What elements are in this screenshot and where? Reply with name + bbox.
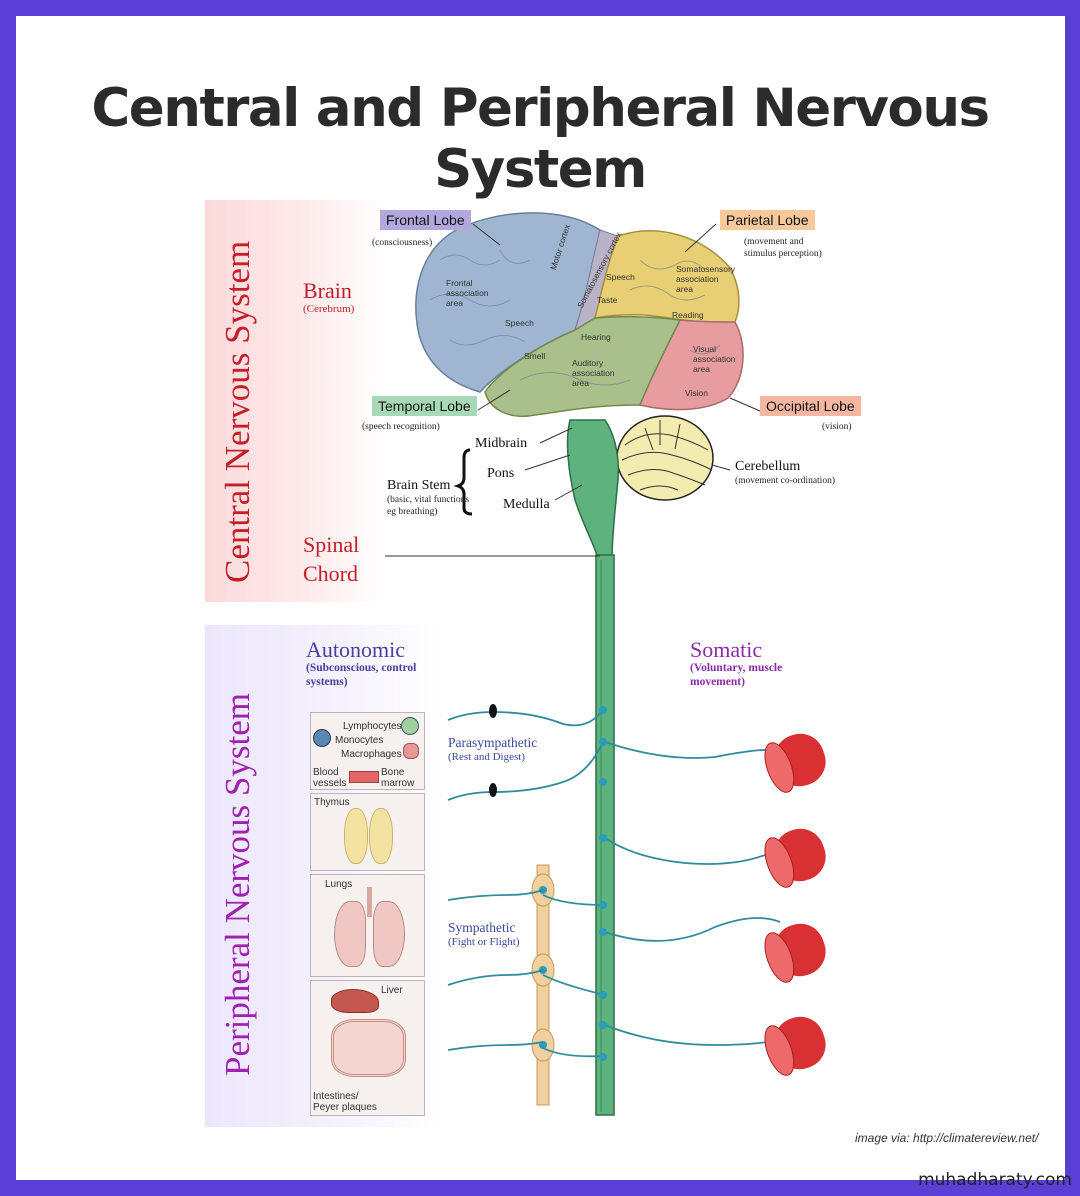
sympathetic-label: Sympathetic [448, 920, 516, 935]
autonomic-sub-2: systems) [306, 676, 348, 688]
area-aud-1: Auditory [572, 358, 604, 368]
area-speech-2: Speech [505, 318, 534, 328]
liver-label: Liver [381, 985, 403, 996]
area-soma-assoc-1: Somatosensory [676, 264, 736, 274]
intestines-icon [331, 1019, 406, 1077]
somatic-sub-2: movement) [690, 676, 745, 688]
somatic-label: Somatic [690, 637, 763, 662]
sympathetic-sub: (Fight or Flight) [448, 936, 520, 948]
liver-icon [331, 989, 379, 1013]
occipital-lobe-sub: (vision) [822, 422, 852, 432]
immune-panel: Lymphocytes Monocytes Macrophages Blood … [310, 712, 425, 790]
area-aud-3: area [572, 378, 590, 388]
autonomic-sub-1: (Subconscious, control [306, 662, 417, 674]
trachea-icon [367, 887, 372, 917]
somatic-sub-1: (Voluntary, muscle [690, 662, 783, 674]
area-vis-3: area [693, 364, 711, 374]
area-reading: Reading [672, 310, 704, 320]
midbrain-label: Midbrain [475, 436, 528, 451]
temporal-lobe-label: Temporal Lobe [372, 396, 477, 416]
monocyte-cell-icon [313, 729, 331, 747]
brain-stem-sub-1: (basic, vital functions [387, 495, 470, 505]
monocytes-label: Monocytes [335, 735, 384, 746]
blood-vessels-label-2: vessels [313, 778, 347, 789]
chord-label: Chord [303, 561, 358, 586]
sympathetic-chain [531, 864, 555, 1106]
bone-marrow-label-1: Bone [381, 767, 405, 778]
cerebellum-sub: (movement co-ordination) [735, 476, 835, 486]
parasympathetic-label: Parasympathetic [448, 735, 538, 750]
lungs-label: Lungs [325, 879, 353, 890]
medulla-label: Medulla [503, 497, 550, 512]
area-frontal-assoc-3: area [446, 298, 464, 308]
temporal-lobe-shape [484, 315, 682, 417]
temporal-lobe-sub: (speech recognition) [362, 422, 440, 432]
parasympathetic-sub: (Rest and Digest) [448, 751, 525, 763]
area-taste: Taste [597, 295, 618, 305]
area-soma-assoc-3: area [676, 284, 694, 294]
area-speech-1: Speech [606, 272, 635, 282]
area-hearing: Hearing [581, 332, 611, 342]
autonomic-label: Autonomic [306, 637, 405, 662]
area-soma-assoc-2: association [676, 274, 719, 284]
thymus-panel: Thymus [310, 793, 425, 871]
area-vis-2: association [693, 354, 736, 364]
cns-band [205, 200, 385, 602]
brain-stem-label: Brain Stem [387, 478, 451, 493]
intestines-label-1: Intestines/ [313, 1091, 359, 1102]
area-vis-1: Visual [693, 344, 716, 354]
left-lung-icon [334, 901, 366, 967]
brain-illustration [415, 212, 744, 417]
area-frontal-assoc-1: Frontal [446, 278, 473, 288]
thymus-right-icon [369, 808, 393, 864]
parietal-lobe-sub-2: stimulus perception) [744, 249, 822, 259]
blood-vessel-icon [349, 771, 379, 783]
area-aud-2: association [572, 368, 615, 378]
frontal-lobe-sub: (consciousness) [372, 238, 433, 248]
right-lung-icon [373, 901, 405, 967]
bone-marrow-label-2: marrow [381, 778, 415, 789]
macrophage-cell-icon [403, 743, 419, 759]
cerebellum-shape [616, 415, 714, 501]
blood-vessels-label-1: Blood [313, 767, 339, 778]
area-frontal-assoc-2: association [446, 288, 489, 298]
lymphocytes-label: Lymphocytes [343, 721, 402, 732]
lymphocyte-cell-icon [401, 717, 419, 735]
occipital-lobe-label: Occipital Lobe [760, 396, 861, 416]
brain-label: Brain [303, 278, 352, 303]
frontal-lobe-label: Frontal Lobe [380, 210, 471, 230]
watermark: muhadharaty.com [918, 1170, 1072, 1190]
brain-stem-shape [566, 419, 620, 561]
area-vision: Vision [685, 388, 708, 398]
area-smell: Smell [524, 351, 546, 361]
muscles [764, 733, 826, 1076]
cerebellum-label: Cerebellum [735, 459, 801, 474]
page-title: Central and Peripheral Nervous System [91, 78, 990, 200]
intestines-label-2: Peyer plaques [313, 1102, 377, 1113]
macrophages-label: Macrophages [341, 749, 402, 760]
brain-sub-label: (Cerebrum) [303, 303, 355, 315]
digestive-panel: Liver Intestines/ Peyer plaques [310, 980, 425, 1116]
brain-stem-sub-2: eg breathing) [387, 507, 438, 517]
spinal-label: Spinal [303, 532, 360, 557]
lungs-panel: Lungs [310, 874, 425, 977]
pons-label: Pons [487, 466, 515, 481]
thymus-label: Thymus [314, 797, 350, 808]
parietal-lobe-label: Parietal Lobe [720, 210, 815, 230]
parietal-lobe-sub-1: (movement and [744, 237, 804, 247]
thymus-left-icon [344, 808, 368, 864]
image-credit: image via: http://climatereview.net/ [855, 1131, 1039, 1145]
nerve-fibers [447, 709, 781, 1058]
